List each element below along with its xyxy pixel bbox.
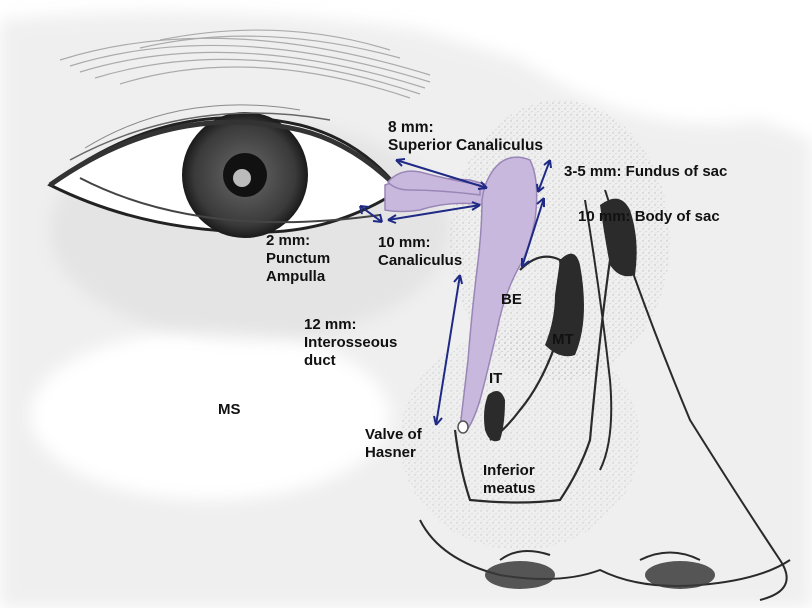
face-shading [0,12,812,608]
label-interosseous-duct: 12 mm: Interosseous duct [304,316,397,370]
label-superior-canaliculus: 8 mm: Superior Canaliculus [388,119,543,155]
label-inferior-meatus: Inferior meatus [483,462,536,498]
valve-of-hasner-tip [458,421,468,433]
label-ms: MS [218,401,241,419]
label-mt: MT [552,331,574,349]
label-body-of-sac: 10 mm: Body of sac [578,208,720,226]
label-fundus-of-sac: 3-5 mm: Fundus of sac [564,163,727,181]
label-canaliculus: 10 mm: Canaliculus [378,234,462,270]
label-punctum-ampulla: 2 mm: Punctum Ampulla [266,232,330,286]
label-valve-of-hasner: Valve of Hasner [365,426,422,462]
label-be: BE [501,291,522,309]
label-it: IT [489,370,502,388]
